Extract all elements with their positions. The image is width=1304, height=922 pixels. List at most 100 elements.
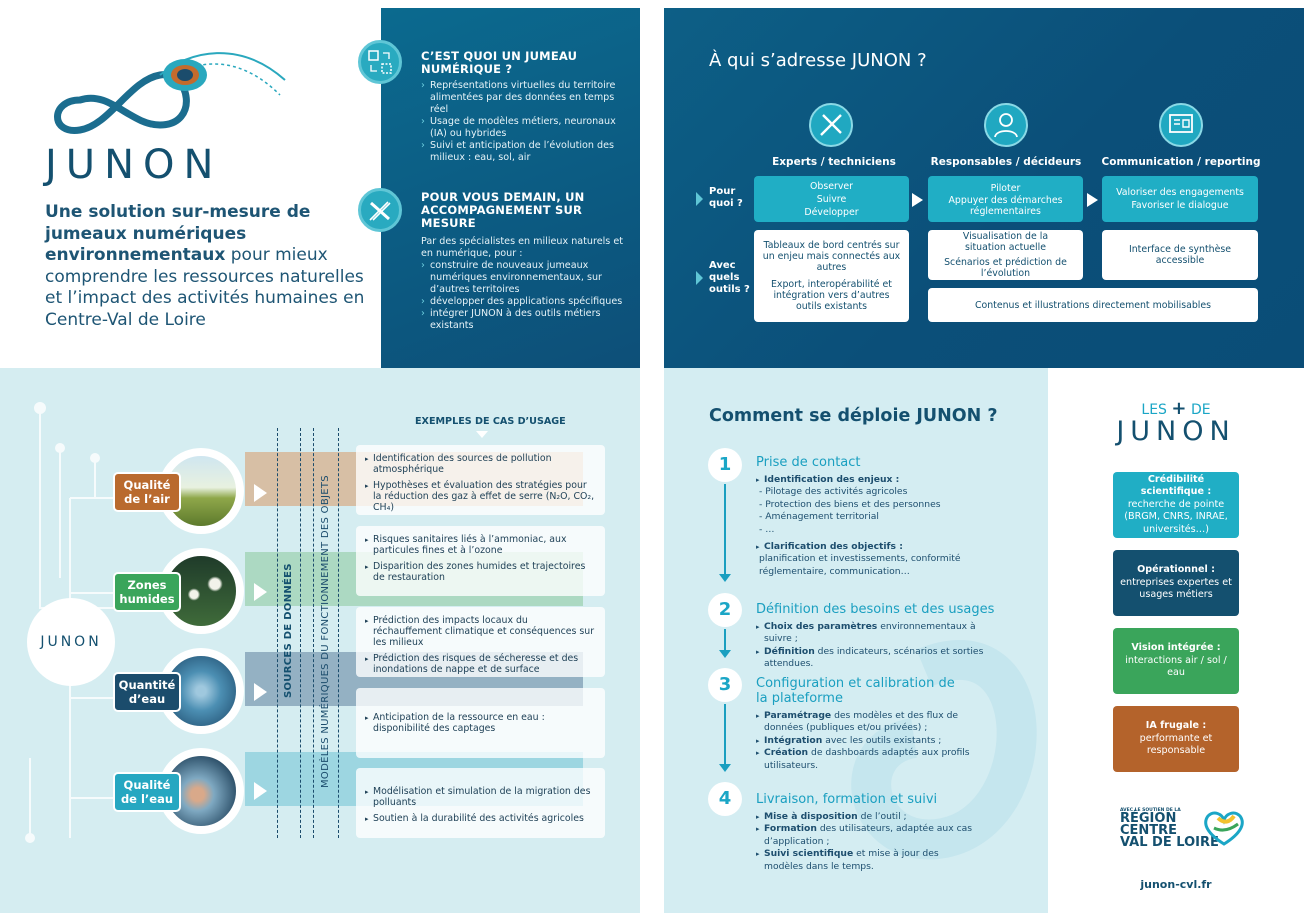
step-text-3: Paramétrage des modèles et des flux de d… bbox=[756, 710, 996, 772]
row-label-tools: Avec quels outils ? bbox=[709, 260, 750, 295]
list-item: intégrer JUNON à des outils métiers exis… bbox=[421, 308, 631, 332]
case-item: Hypothèses et évaluation des stratégies … bbox=[365, 480, 595, 513]
why-box-communication: Valoriser des engagements Favoriser le d… bbox=[1102, 176, 1258, 222]
region-line-1: RÉGION bbox=[1120, 811, 1177, 826]
case-item: Prédiction des risques de sécheresse et … bbox=[365, 653, 595, 675]
step2-text1: environnementaux à suivre ; bbox=[764, 621, 976, 645]
header-arrow-icon bbox=[476, 431, 488, 438]
step4-bold3: Suivi scientifique bbox=[764, 848, 854, 860]
advantage-text: interactions air / sol / eau bbox=[1125, 654, 1227, 679]
use-cases-panel: JUNON EXEMPLES DE CAS D’USAGE SOURCES DE… bbox=[0, 368, 640, 913]
step-title-1: Prise de contact bbox=[756, 455, 861, 470]
advantages-brand: JUNON bbox=[1116, 416, 1236, 447]
step-title-4: Livraison, formation et suivi bbox=[756, 792, 938, 807]
list-item: - … bbox=[759, 523, 775, 535]
advantage-box-3: Vision intégrée :interactions air / sol … bbox=[1113, 628, 1239, 694]
why-box-decision: Piloter Appuyer des démarches réglementa… bbox=[928, 176, 1083, 222]
step-connector bbox=[719, 704, 731, 772]
step2-bold2: Définition bbox=[764, 645, 815, 657]
case-item: Risques sanitaires liés à l’ammoniac, au… bbox=[365, 534, 595, 556]
step-text-2: Choix des paramètres environnementaux à … bbox=[756, 621, 1006, 671]
brand-logo-text: JUNON bbox=[45, 142, 223, 188]
step4-text3: et mise à jour des modèles dans le temps… bbox=[764, 848, 939, 872]
center-hub-label: JUNON bbox=[40, 634, 102, 650]
tagline-bold: Une solution sur-mesure de jumeaux numér… bbox=[45, 202, 311, 265]
step-text-1: Identification des enjeux : - Pilotage d… bbox=[756, 474, 976, 578]
region-line-2: CENTRE bbox=[1120, 823, 1178, 838]
step4-bold1: Mise à disposition bbox=[764, 811, 858, 822]
step-connector bbox=[719, 484, 731, 582]
list-item: Représentations virtuelles du territoire… bbox=[421, 80, 631, 116]
arrow-right-icon bbox=[912, 193, 923, 207]
list-item: - Aménagement territorial bbox=[759, 511, 879, 523]
case-item: Anticipation de la ressource en eau : di… bbox=[365, 712, 595, 734]
divider-line bbox=[313, 428, 314, 838]
tool-item: Scénarios et prédiction de l’évolution bbox=[944, 257, 1067, 279]
case-box-4: Anticipation de la ressource en eau : di… bbox=[356, 688, 605, 758]
tools-box-decision: Visualisation de la situation actuelle S… bbox=[928, 230, 1083, 280]
row-pointer-icon bbox=[696, 192, 703, 206]
region-heart-logo-icon bbox=[1204, 811, 1244, 846]
tool-item: Tableaux de bord centrés sur un enjeu ma… bbox=[762, 240, 901, 273]
step-connector bbox=[719, 629, 731, 658]
digital-twin-icon bbox=[358, 40, 402, 84]
step3-bold2: Intégration bbox=[764, 734, 823, 746]
why-item: Favoriser le dialogue bbox=[1131, 200, 1229, 211]
center-hub: JUNON bbox=[27, 598, 115, 686]
why-item: Valoriser des engagements bbox=[1116, 187, 1244, 198]
section1-bullets: Représentations virtuelles du territoire… bbox=[421, 80, 631, 164]
why-box-experts: Observer Suivre Développer bbox=[754, 176, 909, 222]
case-box-1: Identification des sources de pollution … bbox=[356, 445, 605, 515]
advantages-les: LES bbox=[1141, 402, 1167, 418]
vertical-label-models: MODÈLES NUMÉRIQUES DU FONCTIONNEMENT DES… bbox=[320, 475, 331, 788]
tool-item: Export, interopérabilité et intégration … bbox=[771, 279, 892, 312]
what-is-panel: C’EST QUOI UN JUMEAU NUMÉRIQUE ? Représe… bbox=[358, 8, 640, 368]
vertical-label-sources: SOURCES DE DONNÉES bbox=[283, 563, 294, 698]
advantages-de: DE bbox=[1190, 402, 1211, 418]
case-item: Identification des sources de pollution … bbox=[365, 453, 595, 475]
why-item: Développer bbox=[804, 206, 859, 218]
advantage-title: Opérationnel : bbox=[1137, 564, 1215, 576]
step1-heading2-text: planification et investissements, confor… bbox=[759, 553, 961, 577]
divider-line bbox=[277, 428, 278, 838]
region-small-text: AVEC LE SOUTIEN DE LA bbox=[1120, 808, 1181, 813]
website-url[interactable]: junon-cvl.fr bbox=[1140, 878, 1212, 891]
list-item: Usage de modèles métiers, neuronaux (IA)… bbox=[421, 116, 631, 140]
step2-text2: des indicateurs, scénarios et sorties at… bbox=[764, 645, 984, 670]
step3-text3: de dashboards adaptés aux profils utilis… bbox=[764, 747, 970, 771]
divider-line bbox=[300, 428, 301, 838]
why-item: Suivre bbox=[816, 193, 847, 205]
advantage-title: IA frugale : bbox=[1145, 720, 1207, 732]
section2-bullets: Par des spécialistes en milieux naturels… bbox=[421, 236, 631, 332]
category-wetlands: Zones humides bbox=[113, 572, 181, 612]
category-water-quantity: Quantité d’eau bbox=[113, 672, 181, 712]
region-line-3: VAL DE LOIRE bbox=[1120, 835, 1219, 850]
category-air-quality: Qualité de l’air bbox=[113, 472, 181, 512]
arrow-right-icon bbox=[254, 484, 267, 502]
case-item: Prédiction des impacts locaux du réchauf… bbox=[365, 615, 595, 648]
list-item: construire de nouveaux jumeaux numérique… bbox=[421, 260, 631, 296]
step4-text2: des utilisateurs, adaptée aux cas d’appl… bbox=[764, 823, 973, 847]
advantage-title: Crédibilité scientifique : bbox=[1140, 473, 1212, 498]
region-logo: AVEC LE SOUTIEN DE LA RÉGION CENTRE VAL … bbox=[1120, 808, 1250, 868]
why-item: Observer bbox=[809, 180, 853, 192]
list-item: développer des applications spécifiques bbox=[421, 296, 631, 308]
advantage-box-2: Opérationnel :entreprises expertes et us… bbox=[1113, 550, 1239, 616]
why-item: Piloter bbox=[990, 182, 1021, 194]
advantage-text: performante et responsable bbox=[1139, 732, 1213, 757]
photo-wetland-image bbox=[158, 548, 244, 634]
tagline: Une solution sur-mesure de jumeaux numér… bbox=[45, 202, 365, 331]
step-number-4: 4 bbox=[708, 782, 742, 816]
tools-ruler-pencil-icon bbox=[358, 188, 402, 232]
column-decision-makers: Responsables / décideurs bbox=[930, 156, 1082, 168]
section2-intro: Par des spécialistes en milieux naturels… bbox=[421, 236, 624, 259]
step-title-3: Configuration et calibration de la plate… bbox=[756, 676, 955, 706]
audience-panel: À qui s’adresse JUNON ? Experts / techni… bbox=[664, 8, 1304, 368]
step4-bold2: Formation bbox=[764, 823, 817, 835]
advantage-text: entreprises expertes et usages métiers bbox=[1120, 576, 1232, 601]
advantages-panel: LES + DE JUNON Crédibilité scientifique … bbox=[1048, 368, 1304, 913]
step3-text2: avec les outils existants ; bbox=[822, 734, 942, 746]
tools-box-communication: Interface de synthèse accessible bbox=[1102, 230, 1258, 280]
deployment-title: Comment se déploie JUNON ? bbox=[709, 406, 998, 426]
audience-title: À qui s’adresse JUNON ? bbox=[709, 50, 927, 71]
